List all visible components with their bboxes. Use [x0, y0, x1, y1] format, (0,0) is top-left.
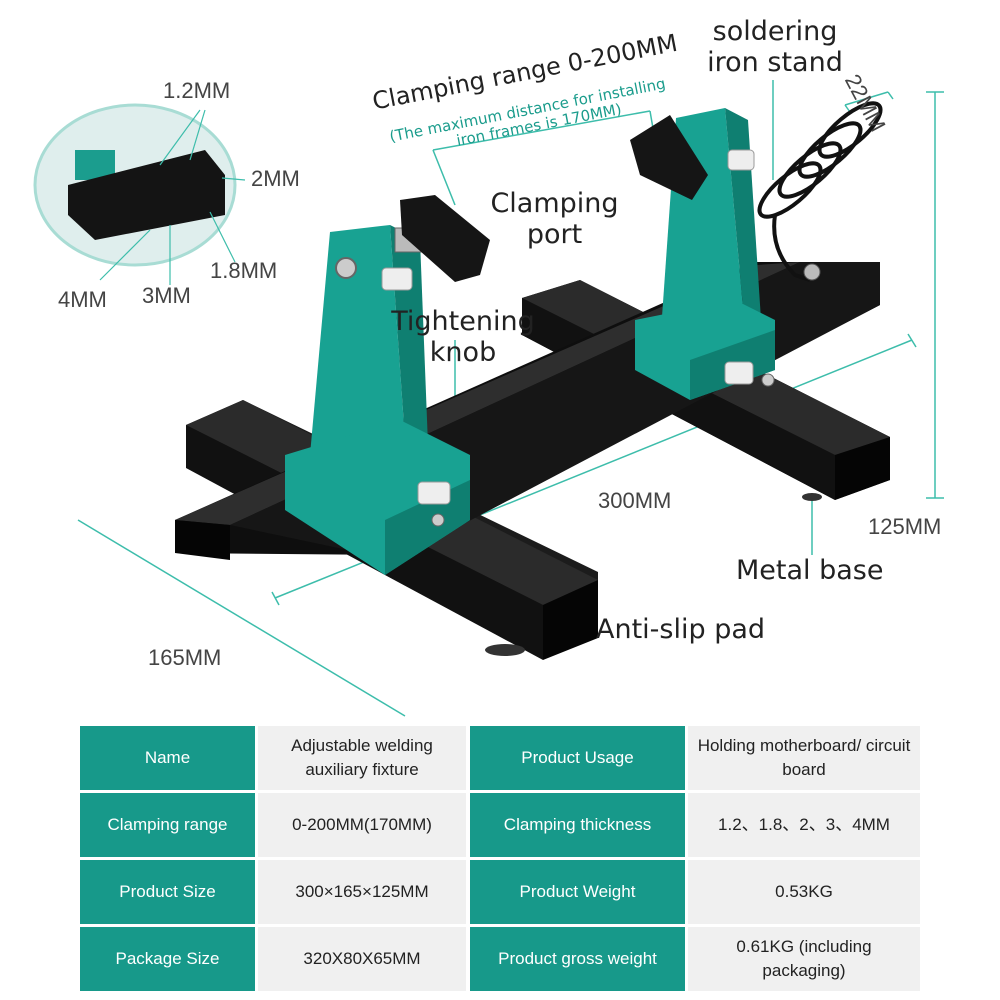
left-clamp-arm — [285, 225, 470, 575]
height-dimension: 125MM — [868, 514, 942, 539]
spec-key: Name — [80, 726, 255, 790]
slot-dimension-1-2: 1.2MM — [163, 78, 231, 103]
spec-key: Product gross weight — [470, 927, 685, 991]
spec-value: Adjustable welding auxiliary fixture — [258, 726, 466, 790]
clamping-port-label: Clamping port — [482, 188, 627, 250]
spec-value: 300×165×125MM — [258, 860, 466, 924]
tightening-knob-line-1: Tightening — [391, 306, 535, 337]
clamp-detail-inset — [33, 103, 246, 285]
metal-base-label: Metal base — [736, 555, 884, 586]
soldering-iron-stand-line-1: soldering — [712, 16, 838, 47]
spec-table: Name Adjustable welding auxiliary fixtur… — [80, 726, 920, 994]
tightening-knob-line-2: knob — [429, 337, 497, 368]
slot-dimension-4: 4MM — [58, 287, 107, 312]
clamping-port-line-1: Clamping — [490, 188, 619, 219]
soldering-iron-stand-label: soldering iron stand — [700, 16, 850, 78]
product-illustration: 1.2MM 2MM 1.8MM 3MM 4MM 22MM 300MM 125MM… — [33, 16, 944, 717]
spec-value: 320X80X65MM — [258, 927, 466, 991]
spec-value: 0.61KG (including packaging) — [688, 927, 920, 991]
screw-icon — [803, 263, 821, 281]
spec-value: 0.53KG — [688, 860, 920, 924]
tightening-knob-label: Tightening knob — [388, 306, 538, 368]
slot-dimension-3: 3MM — [142, 283, 191, 308]
spec-key: Clamping thickness — [470, 793, 685, 857]
spec-value: 0-200MM(170MM) — [258, 793, 466, 857]
clamping-port-line-2: port — [526, 219, 583, 250]
spec-key: Package Size — [80, 927, 255, 991]
slot-dimension-1-8: 1.8MM — [210, 258, 278, 283]
length-dimension: 300MM — [598, 488, 672, 513]
spec-row: Product Size 300×165×125MM Product Weigh… — [80, 860, 920, 924]
left-clamp-head — [394, 195, 490, 282]
anti-slip-pad-label: Anti-slip pad — [596, 614, 766, 645]
spec-row: Clamping range 0-200MM(170MM) Clamping t… — [80, 793, 920, 857]
right-clamp-arm — [630, 108, 775, 400]
spec-key: Product Weight — [470, 860, 685, 924]
soldering-iron-spring — [757, 101, 883, 282]
spec-key: Product Usage — [470, 726, 685, 790]
width-dimension: 165MM — [148, 645, 222, 670]
spec-value: Holding motherboard/ circuit board — [688, 726, 920, 790]
slot-dimension-2: 2MM — [251, 166, 300, 191]
spec-key: Clamping range — [80, 793, 255, 857]
spec-row: Name Adjustable welding auxiliary fixtur… — [80, 726, 920, 790]
fixture-drawing — [33, 80, 944, 717]
spec-key: Product Size — [80, 860, 255, 924]
spec-value: 1.2、1.8、2、3、4MM — [688, 793, 920, 857]
spec-row: Package Size 320X80X65MM Product gross w… — [80, 927, 920, 991]
soldering-iron-stand-line-2: iron stand — [707, 47, 843, 78]
